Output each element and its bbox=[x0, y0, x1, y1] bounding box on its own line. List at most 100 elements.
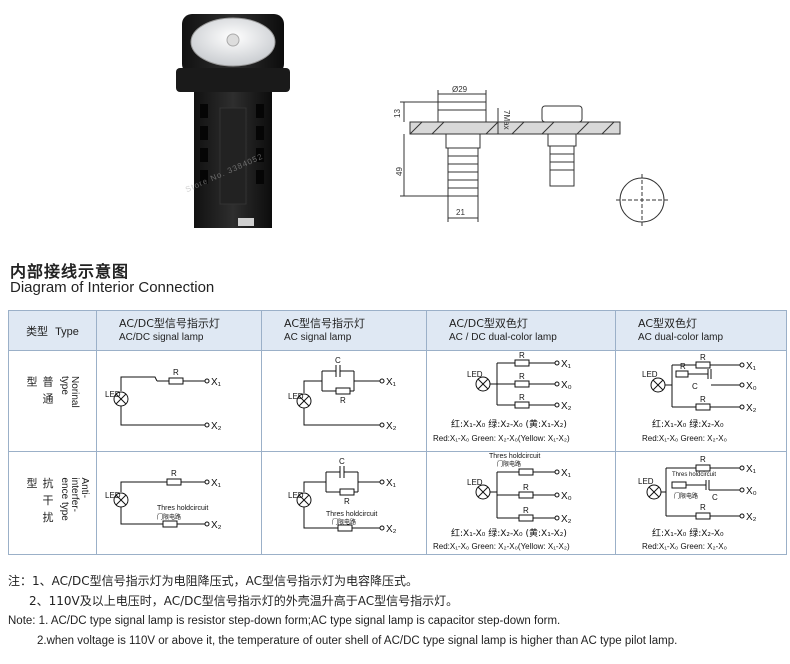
color-legend-cn: 红:X₁-X₀ 绿:X₂-X₀ (黄:X₁-X₂) bbox=[451, 527, 567, 539]
resistor-label: R bbox=[523, 483, 529, 492]
note-en-2: 2.when voltage is 110V or above it, the … bbox=[37, 635, 678, 647]
threshold-label-en: Thres holdcircuit bbox=[489, 453, 540, 460]
resistor-label: R bbox=[519, 393, 525, 402]
header-acdc-dual: AC/DC型双色灯 AC / DC dual-color lamp bbox=[426, 310, 616, 351]
terminal-x1: X₁ bbox=[386, 377, 397, 388]
product-photo bbox=[168, 8, 298, 232]
resistor-label: R bbox=[680, 362, 686, 371]
header-cn: AC型双色灯 bbox=[638, 317, 698, 330]
resistor-label: R bbox=[519, 372, 525, 381]
resistor-label: R bbox=[700, 353, 706, 362]
note-en-1: Note: 1. AC/DC type signal lamp is resis… bbox=[8, 615, 561, 627]
terminal-x2: X₂ bbox=[211, 520, 222, 531]
row-label-cn: 普通型 bbox=[25, 376, 54, 410]
dim-body-height: 49 bbox=[395, 167, 404, 176]
threshold-label-cn: 门限电路 bbox=[497, 460, 521, 468]
led-label: LED bbox=[105, 491, 121, 500]
led-label: LED bbox=[288, 491, 304, 500]
resistor-label: R bbox=[344, 497, 350, 506]
diagram-acdc-signal-anti: LED R Thres holdcircuit 门限电路 X₁ X₂ bbox=[96, 451, 262, 555]
resistor-label: R bbox=[700, 395, 706, 404]
dim-head-height: 13 bbox=[393, 109, 402, 118]
row-label-anti-interference: 抗干扰型 Anti-interfer- ence type bbox=[8, 451, 97, 555]
terminal-x1: X₁ bbox=[746, 361, 757, 372]
diagram-ac-dual-normal: LED R R C R X₁ X₀ X₂ 红:X₁-X₀ 绿:X₂-X₀ Red… bbox=[615, 350, 787, 452]
terminal-x2: X₂ bbox=[211, 421, 222, 432]
resistor-label: R bbox=[700, 455, 706, 464]
resistor-label: R bbox=[700, 503, 706, 512]
header-en: AC / DC dual-color lamp bbox=[449, 332, 557, 343]
header-cn: AC/DC型双色灯 bbox=[449, 317, 528, 330]
resistor-label: R bbox=[171, 469, 177, 478]
resistor-label: R bbox=[523, 506, 529, 515]
connection-table: 类型 Type AC/DC型信号指示灯 AC/DC signal lamp AC… bbox=[8, 310, 787, 555]
color-legend-cn: 红:X₁-X₀ 绿:X₂-X₀ bbox=[652, 527, 724, 539]
notes: 注：1、AC/DC型信号指示灯为电阻降压式，AC型信号指示灯为电容降压式。 2、… bbox=[8, 571, 783, 651]
threshold-label-en: Thres holdcircuit bbox=[326, 511, 377, 518]
row-label-normal: 普通型 Norinal type bbox=[8, 350, 97, 452]
note-cn-2: 2、110V及以上电压时，AC/DC型信号指示灯的外壳温升高于AC型信号指示灯。 bbox=[29, 594, 459, 608]
diagram-ac-signal-normal: LED C R X₁ X₂ bbox=[261, 350, 427, 452]
terminal-x2: X₂ bbox=[746, 512, 757, 523]
terminal-x1: X₁ bbox=[211, 377, 222, 388]
terminal-x1: X₁ bbox=[746, 464, 757, 475]
threshold-label-cn: 门限电路 bbox=[332, 518, 356, 526]
header-ac-signal: AC型信号指示灯 AC signal lamp bbox=[261, 310, 427, 351]
dim-body-width: 21 bbox=[456, 208, 465, 217]
led-label: LED bbox=[288, 392, 304, 401]
color-legend-en: Red:X₁-X₀ Green: X₂-X₀ bbox=[642, 542, 727, 551]
capacitor-label: C bbox=[335, 356, 341, 365]
threshold-label-cn: 门限电路 bbox=[674, 492, 698, 500]
color-legend-en: Red:X₁-X₀ Green: X₂-X₀ bbox=[642, 434, 727, 443]
header-en: AC dual-color lamp bbox=[638, 332, 724, 343]
row-label-en: Anti-interfer- ence type bbox=[59, 477, 90, 521]
terminal-x0: X₀ bbox=[561, 491, 572, 502]
color-legend-en: Red:X₁-X₀ Green: X₂-X₀(Yellow: X₁-X₂) bbox=[433, 434, 570, 443]
capacitor-label: C bbox=[339, 457, 345, 466]
diagram-acdc-dual-normal: LED R R R X₁ X₀ X₂ 红:X₁-X₀ 绿:X₂-X₀ (黄:X₁… bbox=[426, 350, 616, 452]
resistor-label: R bbox=[173, 368, 179, 377]
header-en: AC signal lamp bbox=[284, 332, 352, 343]
terminal-x1: X₁ bbox=[386, 478, 397, 489]
section-title-en: Diagram of Interior Connection bbox=[10, 279, 215, 296]
color-legend-cn: 红:X₁-X₀ 绿:X₂-X₀ bbox=[652, 418, 724, 430]
terminal-x2: X₂ bbox=[386, 524, 397, 535]
diagram-ac-dual-anti: LED R Thres holdcircuit 门限电路 C R X₁ X₀ X… bbox=[615, 451, 787, 555]
resistor-label: R bbox=[340, 396, 346, 405]
terminal-x2: X₂ bbox=[561, 514, 572, 525]
note-cn-1: 注：1、AC/DC型信号指示灯为电阻降压式，AC型信号指示灯为电容降压式。 bbox=[8, 574, 419, 588]
terminal-x0: X₀ bbox=[561, 380, 572, 391]
header-ac-dual: AC型双色灯 AC dual-color lamp bbox=[615, 310, 787, 351]
diagram-ac-signal-anti: LED C R Thres holdcircuit 门限电路 X₁ X₂ bbox=[261, 451, 427, 555]
led-label: LED bbox=[642, 370, 658, 379]
led-label: LED bbox=[638, 477, 654, 486]
header-type-cn: 类型 bbox=[26, 324, 49, 338]
color-legend-en: Red:X₁-X₀ Green: X₂-X₀(Yellow: X₁-X₂) bbox=[433, 542, 570, 551]
header-acdc-signal: AC/DC型信号指示灯 AC/DC signal lamp bbox=[96, 310, 262, 351]
threshold-label-cn: 门限电路 bbox=[157, 513, 181, 521]
terminal-x2: X₂ bbox=[386, 421, 397, 432]
dim-panel-max: 7Max bbox=[502, 110, 511, 130]
row-label-cn: 抗干扰型 bbox=[25, 477, 54, 529]
resistor-label: R bbox=[519, 351, 525, 360]
header-cn: AC/DC型信号指示灯 bbox=[119, 317, 220, 330]
terminal-x0: X₀ bbox=[746, 381, 757, 392]
terminal-x0: X₀ bbox=[746, 486, 757, 497]
diagram-acdc-signal-normal: LED R X₁ X₂ bbox=[96, 350, 262, 452]
led-label: LED bbox=[467, 370, 483, 379]
terminal-x1: X₁ bbox=[211, 478, 222, 489]
capacitor-label: C bbox=[692, 382, 698, 391]
terminal-x1: X₁ bbox=[561, 468, 572, 479]
threshold-label-en: Thres holdcircuit bbox=[157, 505, 208, 512]
dim-diameter: Ø29 bbox=[452, 85, 468, 94]
section-title-cn: 内部接线示意图 bbox=[10, 262, 130, 281]
header-en: AC/DC signal lamp bbox=[119, 332, 204, 343]
capacitor-label: C bbox=[712, 493, 718, 502]
header-type: 类型 Type bbox=[8, 310, 97, 351]
table-row-anti-interference: 抗干扰型 Anti-interfer- ence type bbox=[8, 451, 787, 555]
diagram-acdc-dual-anti: Thres holdcircuit 门限电路 LED R R X₁ X₀ X₂ … bbox=[426, 451, 616, 555]
dimension-drawing: Ø29 13 7Max 49 21 bbox=[392, 80, 692, 240]
terminal-x1: X₁ bbox=[561, 359, 572, 370]
led-label: LED bbox=[105, 390, 121, 399]
table-row-normal: 普通型 Norinal type LED R X₁ bbox=[8, 350, 787, 452]
